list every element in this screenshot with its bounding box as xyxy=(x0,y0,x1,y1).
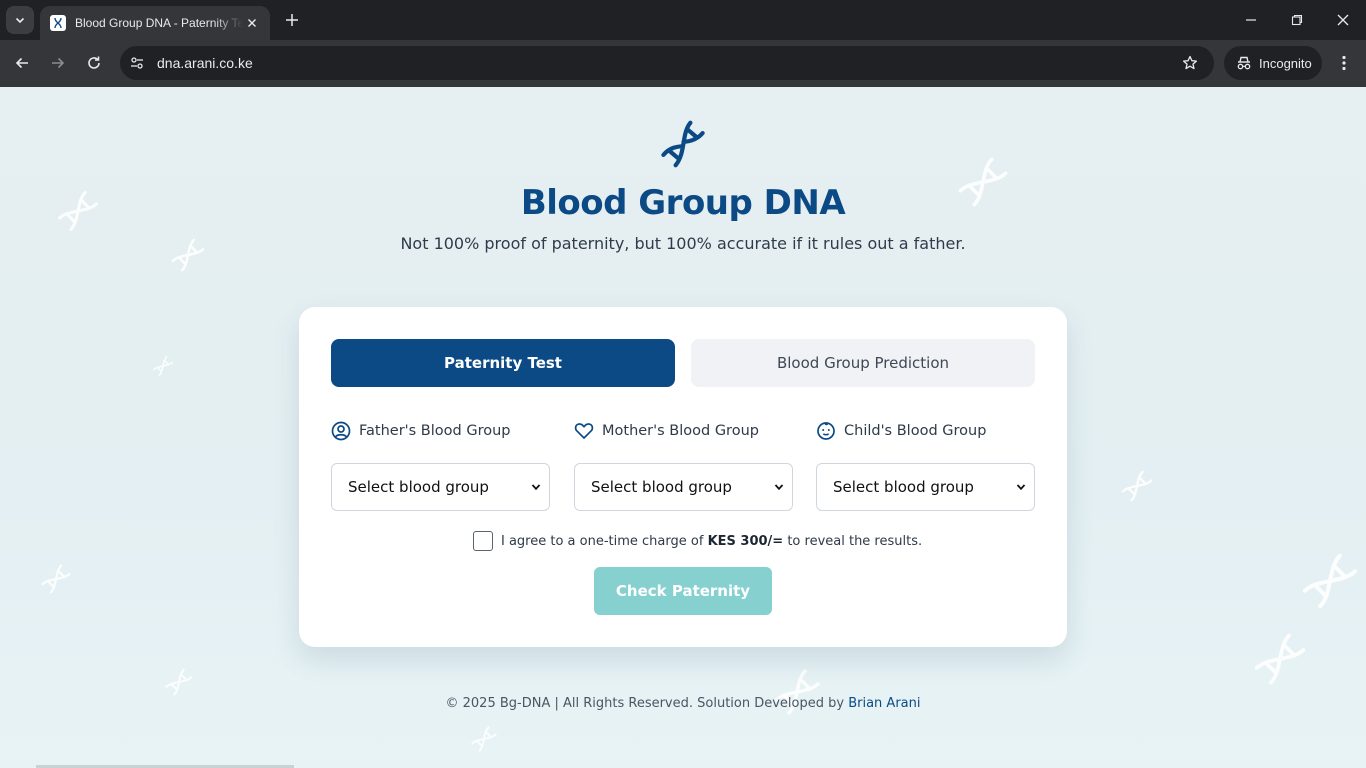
mother-field: Mother's Blood Group Select blood group xyxy=(574,419,793,511)
dna-logo-icon xyxy=(661,120,705,168)
heart-icon xyxy=(574,421,594,441)
child-label: Child's Blood Group xyxy=(844,423,987,439)
minimize-icon[interactable] xyxy=(1228,0,1274,40)
incognito-indicator[interactable]: Incognito xyxy=(1224,46,1322,80)
consent-amount: KES 300/= xyxy=(707,533,784,549)
chevron-down-icon xyxy=(774,484,784,491)
mother-select-value: Select blood group xyxy=(591,478,732,496)
baby-face-icon xyxy=(816,421,836,441)
child-select-value: Select blood group xyxy=(833,478,974,496)
more-options-icon[interactable] xyxy=(1332,50,1356,76)
mother-label-row: Mother's Blood Group xyxy=(574,419,793,443)
dna-watermark-icon xyxy=(1121,470,1153,502)
address-bar[interactable]: dna.arani.co.ke xyxy=(120,46,1214,80)
tab-blood-group-prediction[interactable]: Blood Group Prediction xyxy=(691,339,1035,387)
dna-watermark-icon xyxy=(165,668,193,696)
page-subtitle: Not 100% proof of paternity, but 100% ac… xyxy=(400,234,966,253)
incognito-label: Incognito xyxy=(1259,55,1312,71)
author-link[interactable]: Brian Arani xyxy=(848,696,921,711)
dna-watermark-icon xyxy=(171,238,205,272)
chevron-down-icon xyxy=(1016,484,1026,491)
page-body: Blood Group DNA Not 100% proof of patern… xyxy=(0,87,1366,768)
forward-arrow-icon[interactable] xyxy=(43,48,73,78)
back-arrow-icon[interactable] xyxy=(7,48,37,78)
father-label-row: Father's Blood Group xyxy=(331,419,550,443)
url-text[interactable]: dna.arani.co.ke xyxy=(157,55,253,71)
father-field: Father's Blood Group Select blood group xyxy=(331,419,550,511)
father-label: Father's Blood Group xyxy=(359,423,511,439)
mother-blood-group-select[interactable]: Select blood group xyxy=(574,463,793,511)
browser-toolbar: dna.arani.co.ke Incognito xyxy=(0,40,1366,87)
footer-copyright: © 2025 Bg-DNA | All Rights Reserved. Sol… xyxy=(445,696,845,711)
dna-watermark-icon xyxy=(153,356,173,376)
bottom-scrollbar xyxy=(36,765,294,768)
dna-watermark-icon xyxy=(1302,553,1358,609)
chevron-down-icon xyxy=(531,484,541,491)
consent-checkbox[interactable] xyxy=(473,531,493,551)
incognito-icon xyxy=(1237,56,1251,70)
chevron-down-icon xyxy=(15,17,25,24)
footer: © 2025 Bg-DNA | All Rights Reserved. Sol… xyxy=(0,696,1366,711)
close-window-icon[interactable] xyxy=(1320,0,1366,40)
user-circle-icon xyxy=(331,421,351,441)
child-blood-group-select[interactable]: Select blood group xyxy=(816,463,1035,511)
dna-watermark-icon xyxy=(471,726,497,752)
dna-watermark-icon xyxy=(58,191,98,231)
tab-search-button[interactable] xyxy=(6,6,34,34)
page-title: Blood Group DNA xyxy=(520,183,846,223)
dna-watermark-icon xyxy=(41,564,71,594)
mother-label: Mother's Blood Group xyxy=(602,423,759,439)
tab-paternity-test[interactable]: Paternity Test xyxy=(331,339,675,387)
consent-suffix: to reveal the results. xyxy=(787,533,923,549)
dna-favicon-icon xyxy=(50,15,66,31)
browser-tab-bar: Blood Group DNA - Paternity Test xyxy=(0,0,1366,40)
new-tab-icon[interactable] xyxy=(282,10,302,30)
dna-watermark-icon xyxy=(774,669,820,715)
consent-row: I agree to a one-time charge of KES 300/… xyxy=(473,531,922,551)
browser-tab[interactable]: Blood Group DNA - Paternity Test xyxy=(40,6,270,40)
bookmark-star-icon[interactable] xyxy=(1180,53,1200,73)
tab-title: Blood Group DNA - Paternity Test xyxy=(75,16,243,30)
restore-icon[interactable] xyxy=(1274,0,1320,40)
consent-prefix: I agree to a one-time charge of xyxy=(501,533,704,549)
consent-text: I agree to a one-time charge of KES 300/… xyxy=(501,534,922,549)
reload-icon[interactable] xyxy=(79,48,109,78)
paternity-card: Paternity Test Blood Group Prediction Fa… xyxy=(299,307,1067,647)
father-select-value: Select blood group xyxy=(348,478,489,496)
dna-watermark-icon xyxy=(958,157,1008,207)
father-blood-group-select[interactable]: Select blood group xyxy=(331,463,550,511)
check-paternity-button[interactable]: Check Paternity xyxy=(594,567,772,615)
dna-watermark-icon xyxy=(1254,633,1306,685)
tab-close-icon[interactable] xyxy=(244,15,260,31)
child-label-row: Child's Blood Group xyxy=(816,419,1035,443)
child-field: Child's Blood Group Select blood group xyxy=(816,419,1035,511)
site-settings-icon[interactable] xyxy=(122,48,152,78)
